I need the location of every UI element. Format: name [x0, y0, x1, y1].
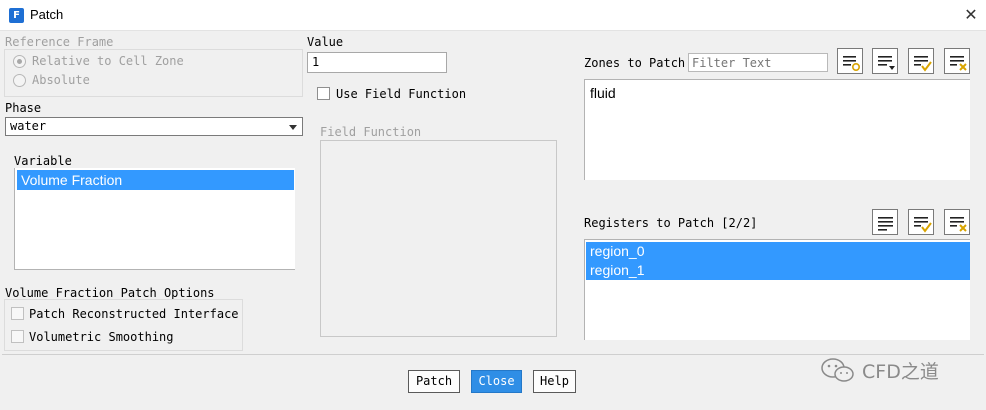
registers-deselect-all-button[interactable]	[944, 209, 970, 235]
field-function-label: Field Function	[320, 125, 422, 139]
patch-reconstructed-interface-label: Patch Reconstructed Interface	[29, 307, 239, 321]
patch-button[interactable]: Patch	[408, 370, 460, 393]
vf-patch-options-label: Volume Fraction Patch Options	[5, 286, 215, 300]
patch-reconstructed-interface-checkbox[interactable]	[11, 307, 24, 320]
list-filter-icon	[843, 56, 861, 72]
radio-relative-label: Relative to Cell Zone	[32, 54, 184, 68]
reference-frame-group: Relative to Cell Zone Absolute	[4, 49, 303, 97]
list-item[interactable]: region_1	[586, 261, 970, 280]
close-icon[interactable]: ✕	[964, 5, 978, 24]
zones-select-all-button[interactable]	[908, 48, 934, 74]
separator	[2, 354, 984, 355]
zones-deselect-all-button[interactable]	[944, 48, 970, 74]
list-check-icon	[914, 56, 932, 72]
list-check-icon	[914, 217, 932, 233]
volumetric-smoothing-label: Volumetric Smoothing	[29, 330, 174, 344]
list-dropdown-icon	[878, 56, 895, 70]
zones-options-button[interactable]	[872, 48, 898, 74]
registers-select-all-button[interactable]	[908, 209, 934, 235]
field-function-list[interactable]	[320, 140, 557, 337]
radio-absolute-label: Absolute	[32, 73, 90, 87]
help-button[interactable]: Help	[533, 370, 576, 393]
phase-dropdown[interactable]: water	[5, 117, 303, 136]
phase-label: Phase	[5, 101, 42, 115]
registers-options-button[interactable]	[872, 209, 898, 235]
reference-frame-label: Reference Frame	[5, 35, 114, 49]
window-title: Patch	[30, 7, 64, 22]
zones-to-patch-label: Zones to Patch	[584, 56, 686, 70]
chevron-down-icon	[289, 125, 297, 130]
list-clear-icon	[950, 217, 967, 232]
variable-item-volume-fraction[interactable]: Volume Fraction	[17, 170, 294, 190]
use-field-function-label: Use Field Function	[336, 87, 467, 101]
wechat-icon	[820, 356, 856, 387]
variable-label: Variable	[14, 154, 72, 168]
registers-to-patch-label: Registers to Patch [2/2]	[584, 216, 758, 230]
list-clear-icon	[950, 56, 967, 71]
close-button[interactable]: Close	[471, 370, 522, 393]
title-bar: F Patch ✕	[0, 0, 986, 31]
list-icon	[878, 217, 893, 231]
list-item[interactable]: region_0	[586, 242, 970, 261]
value-label: Value	[307, 35, 344, 49]
watermark-text: CFD之道	[862, 361, 939, 383]
use-field-function-checkbox[interactable]	[317, 87, 330, 100]
app-icon: F	[9, 8, 24, 23]
list-item[interactable]: fluid	[590, 85, 616, 101]
zones-select-list-button[interactable]	[837, 48, 863, 74]
volumetric-smoothing-checkbox[interactable]	[11, 330, 24, 343]
radio-absolute[interactable]	[13, 74, 26, 87]
zones-list[interactable]: fluid	[584, 79, 970, 180]
phase-selected-value: water	[10, 119, 47, 133]
variable-list[interactable]: Volume Fraction	[14, 168, 295, 270]
registers-list[interactable]: region_0 region_1	[584, 239, 970, 340]
radio-relative-to-cell-zone[interactable]	[13, 55, 26, 68]
value-input[interactable]: 1	[307, 52, 447, 73]
zones-filter-input[interactable]	[688, 53, 828, 72]
vf-patch-options-group: Patch Reconstructed Interface Volumetric…	[4, 299, 243, 351]
